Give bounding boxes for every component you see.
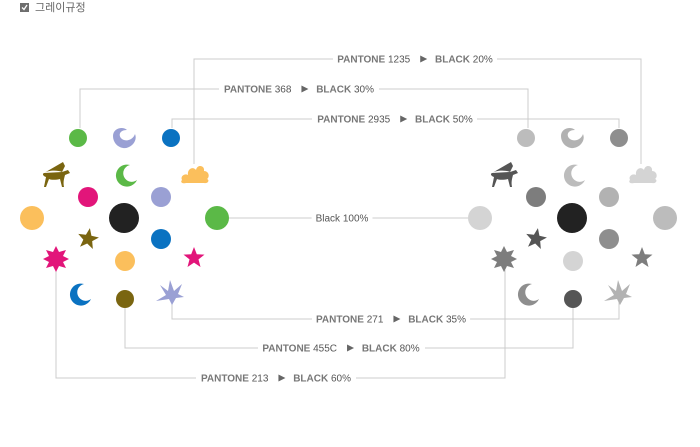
connector-line-2: [171, 118, 620, 128]
color-label-0: PANTONE 1235 BLACK 20%: [337, 55, 493, 66]
star-icon: [183, 247, 205, 267]
pantone-code: 213: [252, 374, 269, 385]
circle-shape: [115, 251, 135, 271]
pantone-word: PANTONE: [337, 55, 388, 66]
arrow-icon: [400, 115, 408, 123]
color-label-2: PANTONE 2935 BLACK 50%: [317, 115, 473, 126]
crane-icon: [604, 280, 632, 305]
circle-shape: [20, 206, 44, 230]
black-percent: 60%: [331, 374, 351, 385]
label-plate: [313, 112, 477, 126]
circle-shape: [78, 187, 98, 207]
center-circle: [557, 203, 587, 233]
label-layer: PANTONE 1235 BLACK 20% PANTONE 368 BLACK …: [196, 52, 497, 385]
label-plate: [311, 312, 471, 326]
circle-shape: [517, 129, 535, 147]
circle-shape: [468, 206, 492, 230]
deer-icon: [42, 161, 70, 187]
label-plate: [333, 52, 497, 66]
circle-shape: [151, 229, 171, 249]
connector-line-0: [193, 58, 642, 164]
arrow-icon: [278, 374, 286, 382]
color-label-4: PANTONE 271 BLACK 35%: [316, 315, 466, 326]
circle-shape: [564, 290, 582, 308]
circle-shape: [599, 229, 619, 249]
pantone-word: PANTONE: [316, 315, 367, 326]
color-label-3: Black 100%: [316, 214, 369, 225]
circle-shape: [563, 251, 583, 271]
black-word: BLACK: [293, 374, 331, 385]
leaf-icon: [43, 246, 69, 272]
label-plate: [219, 82, 379, 96]
symbol-layer: [20, 128, 677, 308]
circle-shape: [162, 129, 180, 147]
label-plate: [311, 211, 373, 227]
sprout-icon: [113, 128, 136, 149]
label-plate: [258, 341, 424, 355]
star-icon: [631, 247, 653, 267]
connector-line-6: [55, 270, 506, 379]
checkbox-icon: [20, 2, 29, 12]
circle-shape: [151, 187, 171, 207]
black-word: BLACK: [408, 315, 446, 326]
circle-shape: [69, 129, 87, 147]
pantone-code: 2935: [368, 115, 391, 126]
circle-shape: [653, 206, 677, 230]
cloud-icon: [629, 165, 657, 184]
circle-shape: [610, 129, 628, 147]
moon-icon: [69, 283, 91, 306]
connector-line-1: [79, 88, 529, 128]
color-label-5: PANTONE 455C BLACK 80%: [262, 344, 419, 355]
arrow-icon: [347, 344, 355, 352]
pantone-code: 368: [275, 85, 292, 96]
connector-line-4: [171, 300, 620, 320]
black-word: BLACK: [435, 55, 473, 66]
connector-lines: [55, 58, 642, 379]
leaf-icon: [491, 246, 517, 272]
pantone-word: PANTONE: [317, 115, 368, 126]
pantone-code: 1235: [388, 55, 411, 66]
crane-icon: [156, 280, 184, 305]
star-icon: [524, 226, 549, 250]
black-percent: 35%: [446, 315, 466, 326]
circle-shape: [205, 206, 229, 230]
circle-shape: [526, 187, 546, 207]
center-label-text: Black 100%: [316, 214, 369, 225]
black-percent: 20%: [473, 55, 493, 66]
moon-icon: [563, 164, 585, 187]
pantone-word: PANTONE: [224, 85, 275, 96]
black-percent: 50%: [453, 115, 473, 126]
circle-shape: [599, 187, 619, 207]
black-percent: 30%: [354, 85, 374, 96]
cloud-icon: [181, 165, 209, 184]
connector-line-5: [124, 308, 574, 349]
section-title: 그레이규정: [35, 1, 86, 14]
sprout-icon: [561, 128, 584, 149]
pantone-word: PANTONE: [262, 344, 313, 355]
arrow-icon: [301, 85, 309, 93]
arrow-icon: [420, 55, 428, 63]
star-icon: [76, 226, 101, 250]
color-label-6: PANTONE 213 BLACK 60%: [201, 374, 351, 385]
pantone-code: 455C: [313, 344, 337, 355]
color-label-1: PANTONE 368 BLACK 30%: [224, 85, 374, 96]
deer-icon: [490, 161, 518, 187]
circle-shape: [116, 290, 134, 308]
center-circle: [109, 203, 139, 233]
section-header: 그레이규정: [20, 0, 86, 14]
black-word: BLACK: [415, 115, 453, 126]
moon-icon: [517, 283, 539, 306]
label-plate: [196, 371, 356, 385]
pantone-code: 271: [367, 315, 384, 326]
pantone-word: PANTONE: [201, 374, 252, 385]
moon-icon: [115, 164, 137, 187]
black-percent: 80%: [400, 344, 420, 355]
black-word: BLACK: [362, 344, 400, 355]
arrow-icon: [393, 315, 401, 323]
black-word: BLACK: [316, 85, 354, 96]
